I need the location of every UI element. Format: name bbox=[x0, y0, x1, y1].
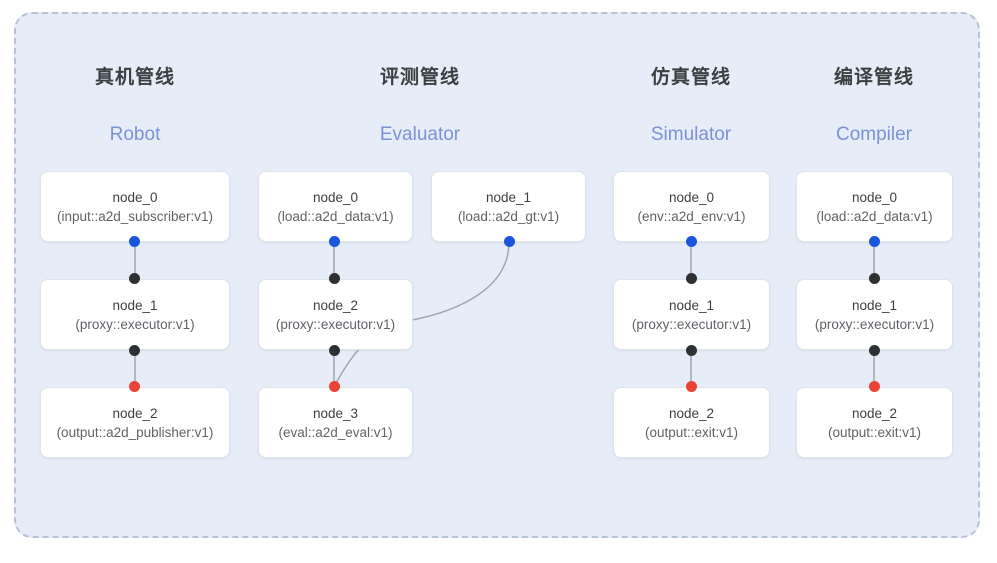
node-compiler-1[interactable]: node_1 (proxy::executor:v1) bbox=[796, 279, 953, 350]
pipeline-panel bbox=[14, 12, 980, 538]
node-label-type: (proxy::executor:v1) bbox=[814, 316, 935, 332]
node-label-type: (output::exit:v1) bbox=[644, 424, 739, 440]
node-label-name: node_3 bbox=[312, 405, 359, 421]
node-label-type: (load::a2d_data:v1) bbox=[277, 208, 394, 224]
node-label-type: (env::a2d_env:v1) bbox=[637, 208, 746, 224]
column-title-cn-robot: 真机管线 bbox=[94, 67, 175, 88]
port-input-compiler-1[interactable] bbox=[869, 273, 880, 284]
node-simulator-1[interactable]: node_1 (proxy::executor:v1) bbox=[613, 279, 770, 350]
column-title-en-compiler: Compiler bbox=[835, 124, 913, 145]
node-label-type: (eval::a2d_eval:v1) bbox=[278, 424, 393, 440]
column-title-cn-compiler: 编译管线 bbox=[833, 67, 914, 88]
port-input-evaluator-2[interactable] bbox=[329, 273, 340, 284]
node-robot-1[interactable]: node_1 (proxy::executor:v1) bbox=[40, 279, 230, 350]
node-compiler-0[interactable]: node_0 (load::a2d_data:v1) bbox=[796, 171, 953, 242]
port-output-simulator-0[interactable] bbox=[686, 236, 697, 247]
node-label-name: node_0 bbox=[112, 189, 158, 205]
port-input-simulator-1[interactable] bbox=[686, 273, 697, 284]
node-label-name: node_0 bbox=[851, 189, 898, 205]
node-robot-0[interactable]: node_0 (input::a2d_subscriber:v1) bbox=[40, 171, 230, 242]
node-label-name: node_1 bbox=[851, 297, 898, 313]
port-output-evaluator-2[interactable] bbox=[329, 345, 340, 356]
node-label-type: (load::a2d_data:v1) bbox=[816, 208, 933, 224]
node-label-type: (input::a2d_subscriber:v1) bbox=[56, 208, 214, 224]
column-title-en-simulator: Simulator bbox=[650, 124, 732, 145]
node-label-type: (load::a2d_gt:v1) bbox=[457, 208, 560, 224]
node-label-name: node_1 bbox=[668, 297, 715, 313]
port-input-robot-1[interactable] bbox=[129, 273, 140, 284]
column-title-en-evaluator: Evaluator bbox=[379, 124, 461, 145]
node-label-name: node_2 bbox=[312, 297, 359, 313]
node-label-name: node_1 bbox=[112, 297, 158, 313]
column-title-cn-evaluator: 评测管线 bbox=[379, 67, 460, 88]
port-input-simulator-2[interactable] bbox=[686, 381, 697, 392]
node-label-type: (proxy::executor:v1) bbox=[275, 316, 396, 332]
column-title-en-robot: Robot bbox=[109, 124, 161, 145]
column-title-cn-simulator: 仿真管线 bbox=[650, 67, 731, 88]
port-output-evaluator-1[interactable] bbox=[504, 236, 515, 247]
node-label-type: (output::exit:v1) bbox=[827, 424, 922, 440]
node-evaluator-1[interactable]: node_1 (load::a2d_gt:v1) bbox=[431, 171, 586, 242]
node-label-type: (proxy::executor:v1) bbox=[631, 316, 752, 332]
node-label-name: node_2 bbox=[112, 405, 158, 421]
node-label-name: node_0 bbox=[312, 189, 359, 205]
port-input-compiler-2[interactable] bbox=[869, 381, 880, 392]
node-compiler-2[interactable]: node_2 (output::exit:v1) bbox=[796, 387, 953, 458]
node-simulator-0[interactable]: node_0 (env::a2d_env:v1) bbox=[613, 171, 770, 242]
node-evaluator-3[interactable]: node_3 (eval::a2d_eval:v1) bbox=[258, 387, 413, 458]
port-input-evaluator-3[interactable] bbox=[329, 381, 340, 392]
node-robot-2[interactable]: node_2 (output::a2d_publisher:v1) bbox=[40, 387, 230, 458]
port-output-simulator-1[interactable] bbox=[686, 345, 697, 356]
port-output-robot-1[interactable] bbox=[129, 345, 140, 356]
port-output-compiler-1[interactable] bbox=[869, 345, 880, 356]
node-label-name: node_0 bbox=[668, 189, 715, 205]
node-label-name: node_1 bbox=[485, 189, 532, 205]
port-output-compiler-0[interactable] bbox=[869, 236, 880, 247]
port-input-robot-2[interactable] bbox=[129, 381, 140, 392]
port-output-evaluator-0[interactable] bbox=[329, 236, 340, 247]
node-evaluator-0[interactable]: node_0 (load::a2d_data:v1) bbox=[258, 171, 413, 242]
node-simulator-2[interactable]: node_2 (output::exit:v1) bbox=[613, 387, 770, 458]
node-label-name: node_2 bbox=[668, 405, 715, 421]
node-evaluator-2[interactable]: node_2 (proxy::executor:v1) bbox=[258, 279, 413, 350]
port-output-robot-0[interactable] bbox=[129, 236, 140, 247]
node-label-name: node_2 bbox=[851, 405, 898, 421]
node-label-type: (proxy::executor:v1) bbox=[75, 316, 195, 332]
node-label-type: (output::a2d_publisher:v1) bbox=[56, 424, 214, 440]
